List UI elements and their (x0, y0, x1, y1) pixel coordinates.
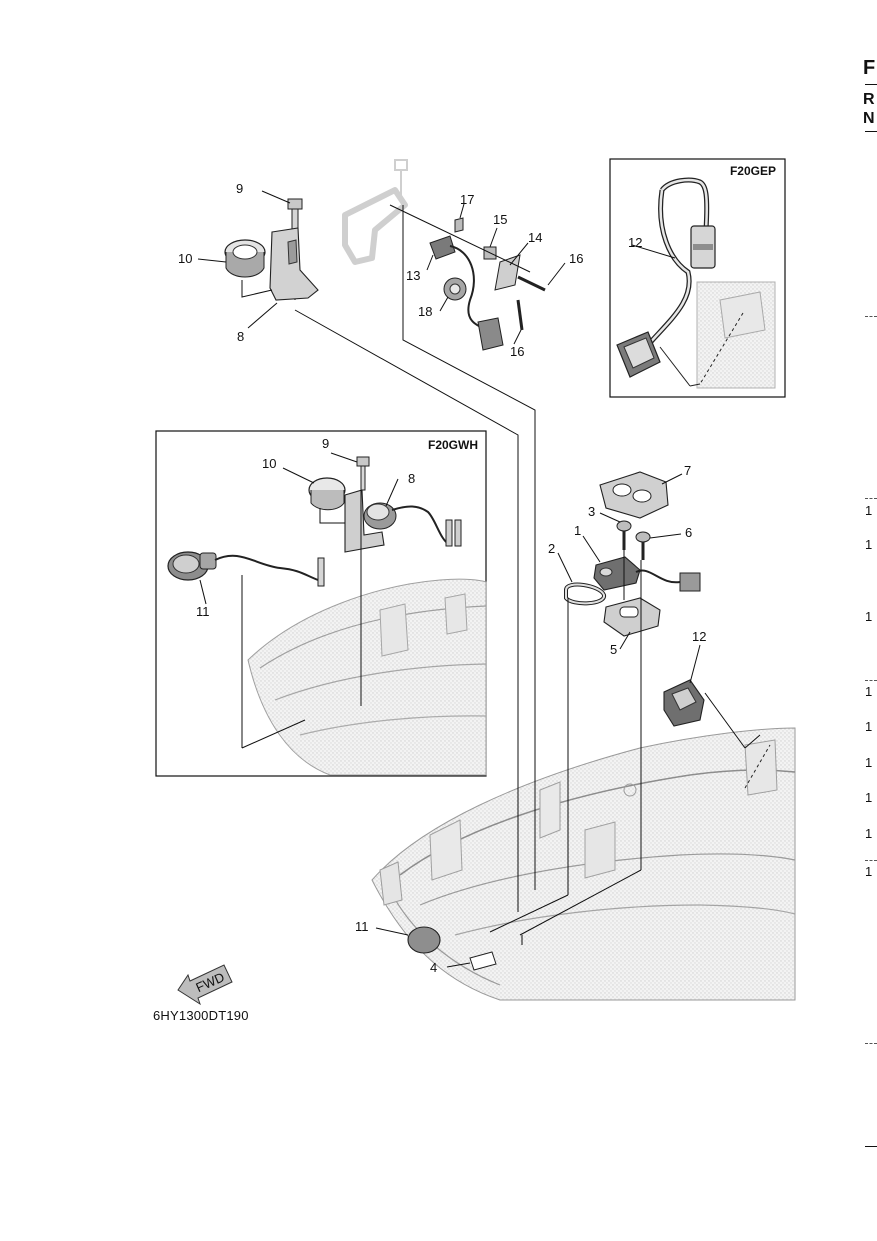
callout-f20gep-12: 12 (628, 235, 642, 250)
edge-dash (865, 860, 877, 861)
callout-main-9: 9 (236, 181, 243, 196)
edge-number: 1 (865, 826, 873, 841)
edge-number: 1 (865, 503, 873, 518)
callout-main-2: 2 (548, 541, 555, 556)
callout-f20gwh-9: 9 (322, 436, 329, 451)
top-left-parts (197, 190, 319, 329)
edge-dash (865, 1043, 877, 1044)
edge-number: 1 (865, 537, 873, 552)
top-center-parts (342, 159, 566, 351)
callout-main-17: 17 (460, 192, 474, 207)
edge-number: 1 (865, 609, 873, 624)
callout-main-16a: 16 (569, 251, 583, 266)
callout-f20gwh-11: 11 (196, 604, 210, 619)
bottom-parts (177, 926, 497, 1006)
edge-dash (865, 498, 877, 499)
callout-main-13: 13 (406, 268, 420, 283)
assembly-lines (294, 205, 642, 945)
panel-f20gep-art (616, 177, 776, 389)
callout-main-11: 11 (355, 919, 369, 934)
edge-number: 1 (865, 719, 873, 734)
edge-dash (865, 316, 877, 317)
edge-number: 1 (865, 790, 873, 805)
callout-main-5: 5 (610, 642, 617, 657)
edge-letter-r: R (863, 91, 875, 108)
callout-main-10: 10 (178, 251, 192, 266)
callout-f20gwh-8: 8 (408, 471, 415, 486)
edge-number: 1 (865, 755, 873, 770)
panel-f20gep-title: F20GEP (730, 164, 776, 178)
callout-main-1: 1 (574, 523, 581, 538)
callout-main-7: 7 (684, 463, 691, 478)
panel-f20gwh-title: F20GWH (428, 438, 478, 452)
panel-f20gwh-art (167, 452, 487, 776)
callout-main-6: 6 (685, 525, 692, 540)
edge-number: 1 (865, 684, 873, 699)
callout-main-16b: 16 (510, 344, 524, 359)
edge-rule (865, 84, 877, 85)
callout-main-3: 3 (588, 504, 595, 519)
lower-cowling-main (371, 727, 796, 1001)
callout-main-8: 8 (237, 329, 244, 344)
edge-letter-f: F (863, 57, 876, 79)
callout-f20gwh-10: 10 (262, 456, 276, 471)
edge-rule (865, 1146, 877, 1147)
callout-main-14: 14 (528, 230, 542, 245)
edge-letter-n: N (863, 110, 875, 127)
callout-main-12: 12 (692, 629, 706, 644)
callout-main-4: 4 (430, 960, 437, 975)
edge-rule (865, 131, 877, 132)
edge-dash (865, 680, 877, 681)
callout-main-18: 18 (418, 304, 432, 319)
right-middle-parts (557, 471, 771, 789)
callout-main-15: 15 (493, 212, 507, 227)
edge-number: 1 (865, 864, 873, 879)
diagram-code: 6HY1300DT190 (153, 1008, 249, 1023)
